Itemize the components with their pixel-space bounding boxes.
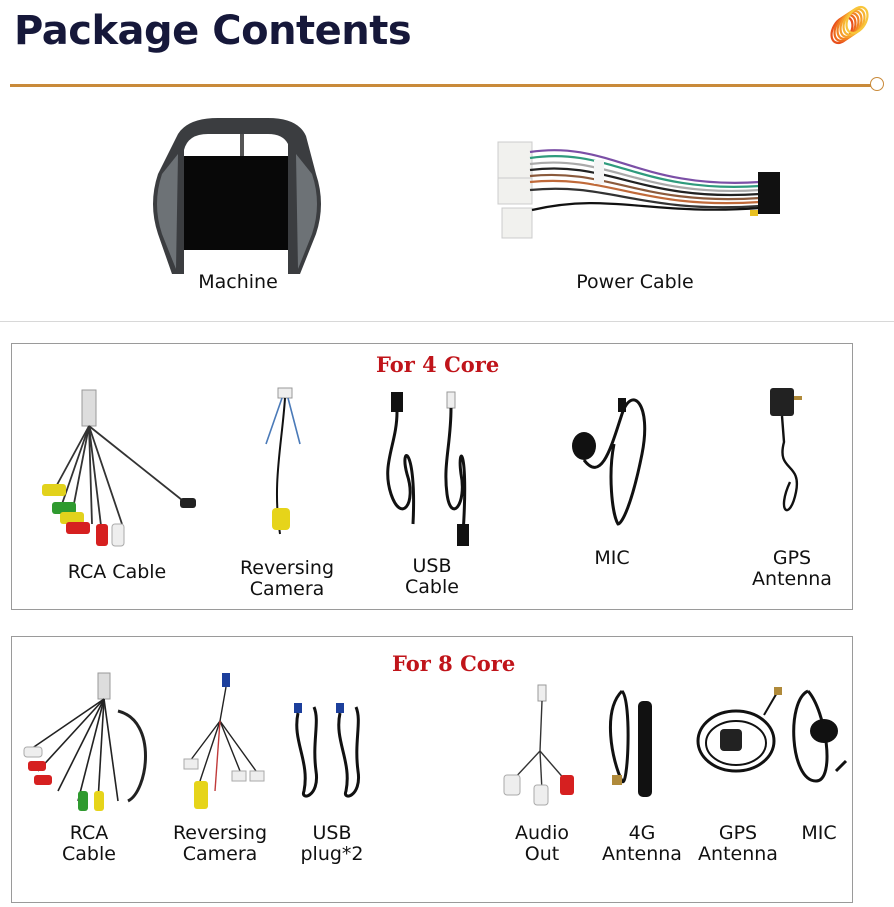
usb-plug-item: USB plug*2 xyxy=(282,671,382,891)
orange-coil-logo-icon xyxy=(826,4,872,50)
four-core-title: For 4 Core xyxy=(376,352,500,377)
gps-antenna-8-label: GPS Antenna xyxy=(698,822,778,865)
eight-core-panel: For 8 Core RCA Cable xyxy=(11,636,853,903)
gps-antenna-item: GPS Antenna xyxy=(732,382,852,602)
rca-cable-8-label: RCA Cable xyxy=(62,822,116,865)
header-rule-end-dot xyxy=(870,77,884,91)
gps-antenna-image xyxy=(756,382,826,532)
mic-item: MIC xyxy=(542,384,682,604)
header-rule xyxy=(10,84,872,87)
four-core-panel: For 4 Core RCA Cable xyxy=(11,343,853,610)
power-cable-label: Power Cable xyxy=(576,271,694,293)
audio-out-cable-image xyxy=(502,681,582,811)
audio-out-item: Audio Out xyxy=(502,671,582,891)
usb-cable-label: USB Cable xyxy=(405,555,459,598)
4g-antenna-label: 4G Antenna xyxy=(602,822,682,865)
machine-item: Machine xyxy=(140,110,340,300)
rca-cable-image xyxy=(18,671,158,811)
reversing-camera-label: Reversing Camera xyxy=(239,557,335,600)
4g-antenna-image xyxy=(602,681,682,811)
rca-cable-label: RCA Cable xyxy=(67,561,167,583)
reversing-camera-8-item: Reversing Camera xyxy=(160,671,280,891)
section-divider xyxy=(0,321,894,322)
reversing-camera-8-label: Reversing Camera xyxy=(172,822,268,865)
usb-cable-item: USB Cable xyxy=(367,384,497,604)
head-unit-image xyxy=(148,114,326,274)
rca-cable-image xyxy=(32,384,202,554)
rca-cable-item: RCA Cable xyxy=(22,384,212,594)
usb-plug-label: USB plug*2 xyxy=(300,822,364,865)
power-cable-item: Power Cable xyxy=(480,120,800,300)
power-harness-image xyxy=(490,130,790,240)
reversing-camera-item: Reversing Camera xyxy=(222,384,352,604)
machine-label: Machine xyxy=(198,271,278,293)
mic-image xyxy=(562,384,662,544)
mic-8-item: MIC xyxy=(786,671,852,891)
reversing-camera-cable-image xyxy=(170,671,270,811)
reversing-camera-cable-image xyxy=(242,384,332,554)
rca-cable-8-item: RCA Cable xyxy=(14,671,164,891)
usb-cable-image xyxy=(377,384,487,554)
audio-out-label: Audio Out xyxy=(514,822,569,865)
mic-8-label: MIC xyxy=(801,822,837,844)
mic-label: MIC xyxy=(594,547,630,569)
mic-image xyxy=(786,681,852,801)
4g-antenna-item: 4G Antenna xyxy=(592,671,692,891)
page-title: Package Contents xyxy=(14,8,412,54)
gps-antenna-8-item: GPS Antenna xyxy=(688,671,788,891)
gps-antenna-image xyxy=(694,685,784,795)
usb-plug-image xyxy=(290,701,374,801)
gps-antenna-label: GPS Antenna xyxy=(752,547,832,590)
eight-core-title: For 8 Core xyxy=(392,651,516,676)
